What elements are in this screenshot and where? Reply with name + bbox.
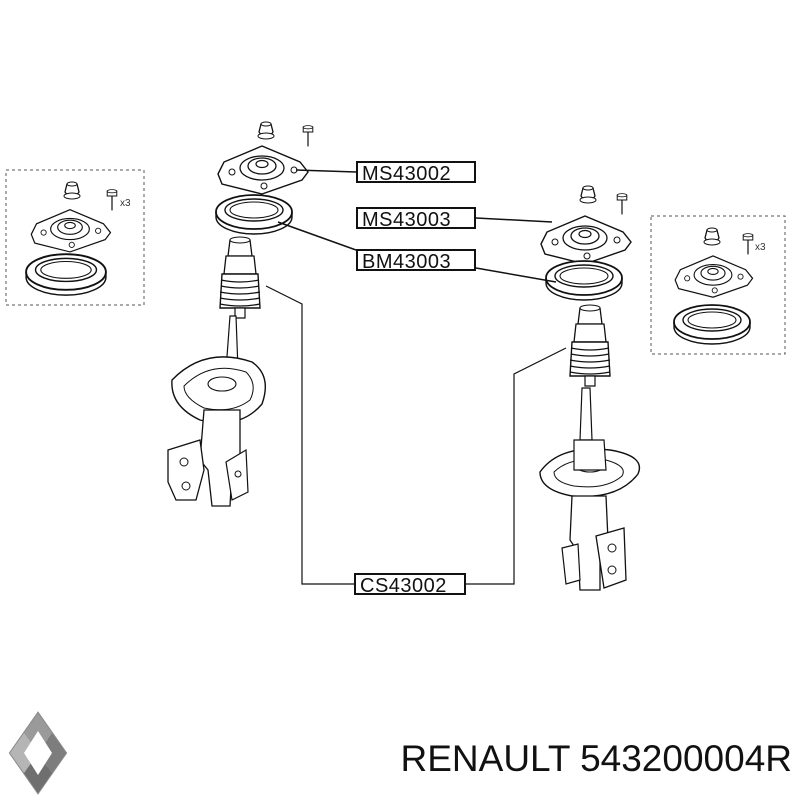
right-strut-assembly: [539, 185, 641, 591]
renault-diamond-logo: [8, 711, 68, 795]
left-detail-mount: [30, 209, 112, 253]
right-detail-bearing: [673, 304, 751, 345]
right-mount-nut: [579, 185, 597, 204]
part-label-cs43002: CS43002: [354, 573, 466, 597]
right-bearing: [545, 260, 623, 301]
left-bump-stop: [219, 236, 261, 319]
leader-ms43003: [475, 217, 553, 223]
left-detail-box: x3: [5, 169, 145, 306]
leader-lines: [265, 169, 567, 585]
left-strut-body: [167, 409, 249, 507]
brand-part-number: RENAULT 543200004R: [400, 738, 792, 779]
right-detail-mount: [674, 255, 754, 298]
left-mount-nut: [257, 121, 275, 140]
left-bearing: [215, 194, 293, 235]
part-label-ms43003: MS43003: [356, 207, 476, 231]
right-detail-qty: x3: [755, 242, 766, 253]
right-mount-bolt: [616, 193, 628, 215]
left-mount-bolt: [302, 124, 314, 147]
leader-bm43003-right: [475, 267, 557, 283]
left-spring-seat: [171, 356, 266, 424]
part-label-bm43003: BM43003: [356, 249, 476, 273]
right-bump-stop: [569, 304, 611, 387]
part-label-ms43002: MS43002: [356, 161, 476, 185]
left-top-mount: [217, 145, 309, 195]
leader-cs43002-left: [265, 285, 354, 585]
leader-cs43002-right: [466, 347, 567, 585]
right-detail-nut: [703, 227, 721, 246]
left-strut-assembly: [167, 121, 314, 507]
left-detail-qty: x3: [120, 198, 131, 209]
left-detail-nut: [63, 181, 81, 200]
left-detail-bolt: [106, 189, 118, 211]
leader-bm43003-left: [277, 221, 357, 251]
right-piston-rod: [579, 387, 593, 441]
left-detail-bearing: [25, 253, 107, 297]
leader-ms43002: [295, 169, 357, 173]
right-top-mount: [540, 215, 632, 265]
right-strut-body: [561, 439, 627, 591]
right-detail-box: x3: [650, 215, 786, 355]
right-detail-bolt: [742, 233, 754, 255]
